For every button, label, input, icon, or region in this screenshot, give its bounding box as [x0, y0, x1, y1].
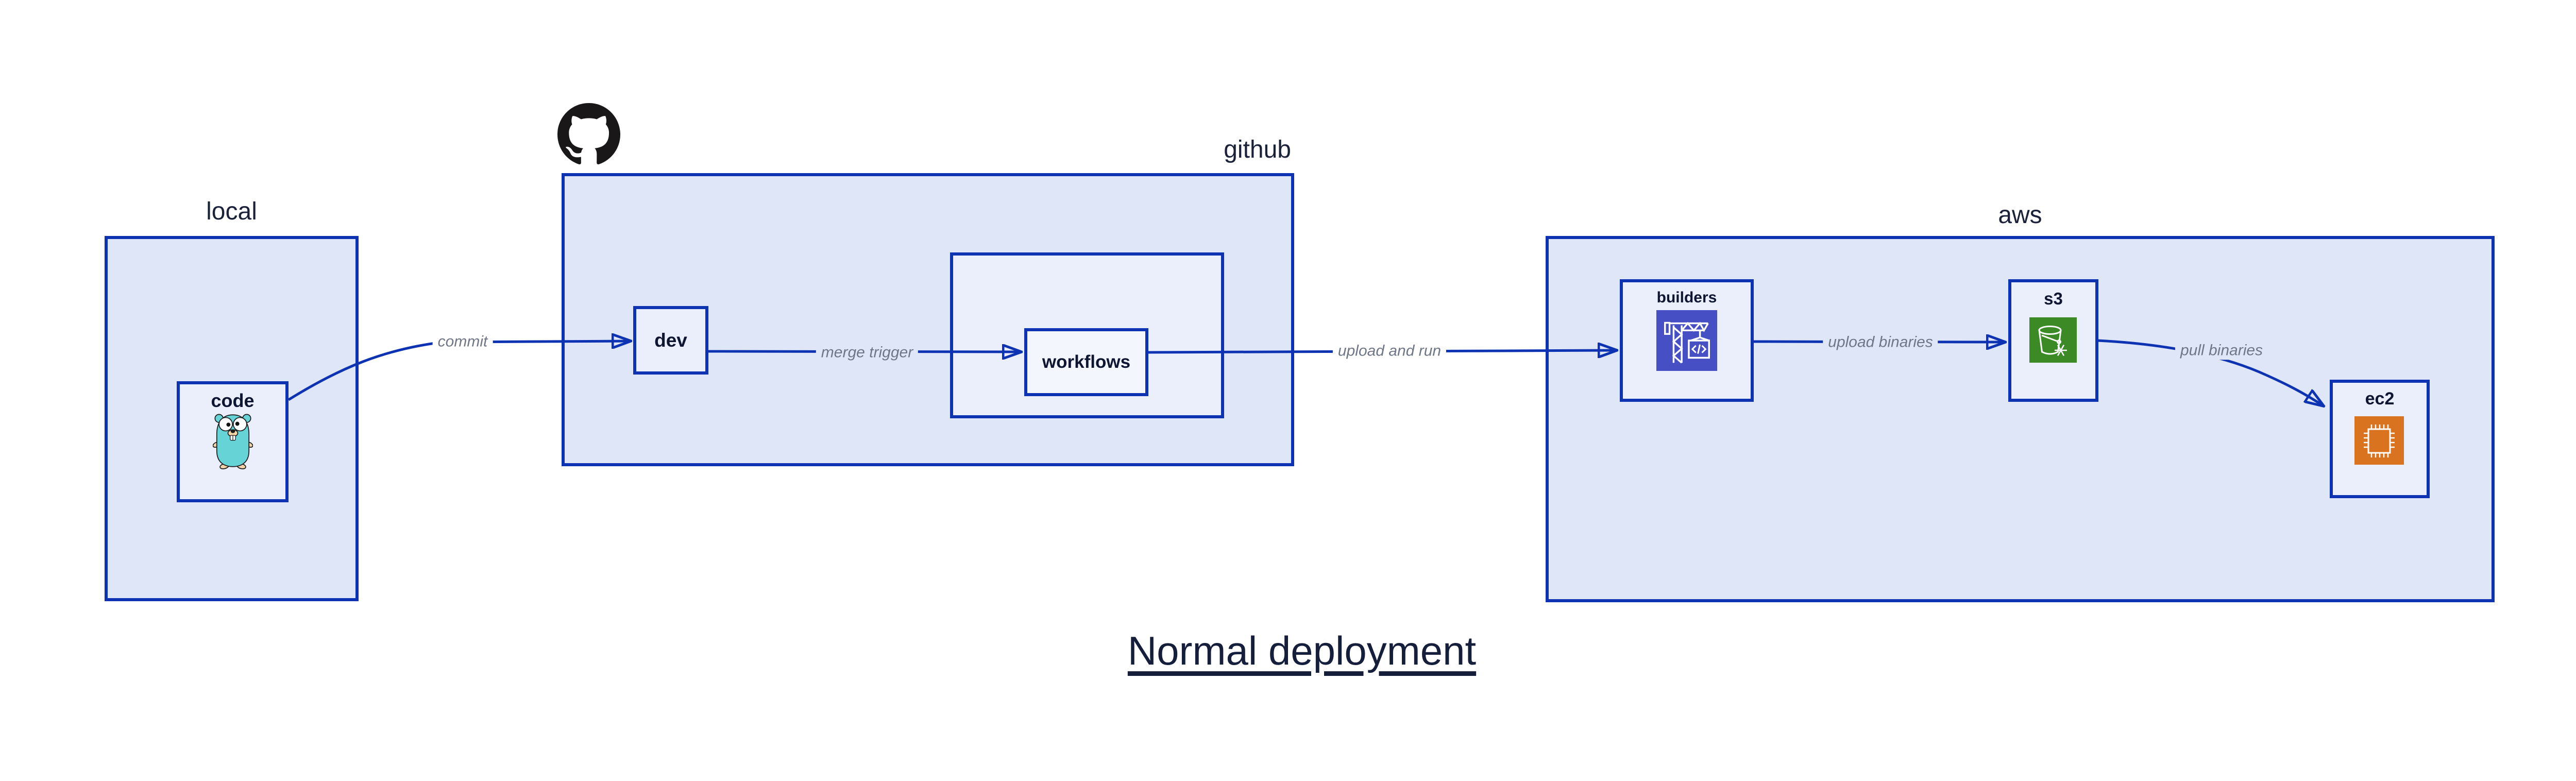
node-ec2-label: ec2 [2365, 389, 2395, 409]
edge-label-upload-and-run: upload and run [1332, 342, 1447, 360]
edge-label-pull-binaries: pull binaries [2175, 341, 2268, 360]
local-container-label: local [206, 198, 257, 225]
aws-ec2-icon [2354, 416, 2404, 467]
node-dev-label: dev [654, 329, 687, 351]
github-container-label: github [1224, 136, 1291, 163]
aws-container-label: aws [1998, 201, 2042, 229]
node-dev: dev [633, 306, 708, 375]
node-builders: builders [1620, 279, 1754, 402]
node-workflows: workflows [1024, 328, 1148, 396]
github-octocat-icon [557, 103, 620, 168]
node-code-label: code [211, 390, 255, 411]
go-gopher-icon [212, 411, 253, 473]
node-code: code [177, 381, 289, 502]
edge-label-commit: commit [432, 332, 493, 351]
node-builders-label: builders [1656, 289, 1717, 306]
node-s3: s3 [2008, 279, 2098, 402]
edge-label-merge-trigger: merge trigger [816, 343, 919, 362]
aws-codebuild-icon [1656, 310, 1717, 373]
diagram-title: Normal deployment [1127, 628, 1477, 673]
node-s3-label: s3 [2044, 289, 2063, 308]
edge-label-upload-binaries: upload binaries [1823, 333, 1938, 351]
node-workflows-label: workflows [1042, 352, 1131, 372]
aws-s3-glacier-icon [2029, 317, 2077, 365]
node-ec2: ec2 [2330, 380, 2430, 498]
